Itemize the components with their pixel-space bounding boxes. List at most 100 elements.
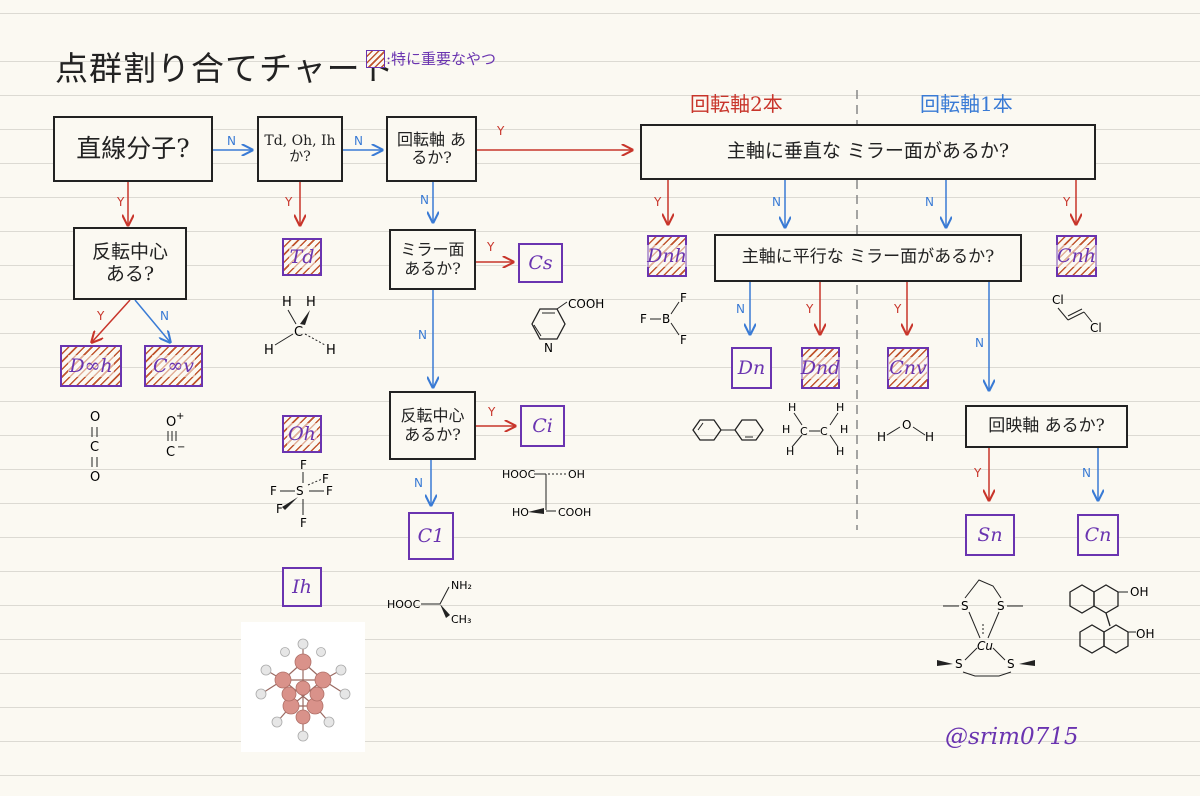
answer-no-label: N [975,336,984,350]
svg-text:NH₂: NH₂ [451,579,472,592]
svg-text:S: S [1007,657,1015,671]
point-group-cn: Cn [1077,514,1119,556]
svg-text:HO: HO [512,506,529,519]
answer-no-label: N [736,302,745,316]
point-group-dn: Dn [731,347,772,389]
svg-text:O: O [90,410,100,425]
point-group-dinfh: D∞h [60,345,122,387]
svg-text:F: F [640,312,647,326]
answer-no-label: N [925,195,934,209]
point-group-td: Td [282,238,322,276]
answer-yes-label: Y [974,466,982,480]
point-group-ih: Ih [282,567,322,607]
svg-text:CH₃: CH₃ [451,613,471,626]
svg-text:C: C [90,440,99,455]
svg-text:F: F [680,333,687,347]
answer-no-label: N [227,134,236,148]
svg-text:H: H [786,445,794,458]
point-group-cinfv: C∞v [144,345,203,387]
legend-text: :特に重要なやつ [386,50,497,68]
molecule-bf3: F B F F [640,291,687,347]
molecule-nicotinic-acid: COOH N [531,297,604,355]
point-group-cs: Cs [518,243,563,283]
point-group-dnd: Dnd [799,347,842,389]
answer-no-label: N [354,134,363,148]
svg-text:H: H [877,430,886,444]
svg-text:F: F [326,484,333,498]
svg-text:F: F [300,516,307,530]
svg-text:H: H [282,295,292,310]
svg-text:COOH: COOH [558,506,591,519]
point-group-cnh: Cnh [1056,235,1098,277]
svg-text:Cl: Cl [1090,321,1102,335]
point-group-dnh: Dnh [646,235,688,277]
svg-text:O: O [166,415,176,430]
svg-text:C: C [820,425,828,438]
box-inversion-center: 反転中心 ある? [73,227,187,300]
svg-text:O: O [902,418,911,432]
svg-text:H: H [925,430,934,444]
svg-text:H: H [306,295,316,310]
answer-yes-label: Y [488,405,496,419]
svg-text:OH: OH [568,468,585,481]
svg-text:N: N [544,341,553,355]
answer-no-label: N [772,195,781,209]
section-header-two-axes: 回転軸2本 [690,92,783,116]
svg-text:F: F [276,502,283,516]
box-linear-molecule: 直線分子? [53,116,213,182]
svg-text:Cl: Cl [1052,293,1064,307]
svg-text:H: H [836,445,844,458]
svg-text:S: S [955,657,963,671]
legend-swatch [366,50,385,68]
molecule-co: O + C − [166,411,185,460]
answer-yes-label: Y [285,195,293,209]
svg-text:S: S [997,599,1005,613]
point-group-ci: Ci [520,405,565,447]
svg-text:S: S [961,599,969,613]
svg-text:COOH: COOH [568,297,604,311]
molecule-sf6: F F F S F F F [270,458,333,530]
point-group-oh: Oh [282,415,322,453]
molecule-alanine: HOOC NH₂ CH₃ [387,579,472,626]
svg-text:S: S [296,484,304,498]
svg-text:OH: OH [1136,627,1154,641]
svg-text:HOOC: HOOC [387,598,421,611]
box-parallel-mirror: 主軸に平行な ミラー面があるか? [714,234,1022,282]
point-group-sn: Sn [965,514,1015,556]
svg-text:H: H [836,401,844,414]
svg-text:H: H [840,423,848,436]
svg-text:−: − [177,442,185,453]
svg-text:H: H [782,423,790,436]
answer-no-label: N [418,328,427,342]
svg-text:B: B [662,312,670,326]
molecule-binol: OH OH [1069,584,1154,654]
svg-text:H: H [788,401,796,414]
svg-text:C: C [800,425,808,438]
icosahedral-cluster-image [241,622,365,752]
svg-text:HOOC: HOOC [502,468,536,481]
svg-text:F: F [680,291,687,305]
molecule-methane: H H H C H [264,295,336,358]
molecule-biphenyl [692,419,764,441]
svg-text:C: C [166,445,175,460]
answer-yes-label: Y [806,302,814,316]
molecule-dichloroethene: Cl Cl [1052,293,1102,335]
svg-text:F: F [270,484,277,498]
box-rotation-axis: 回転軸 あるか? [386,116,477,182]
answer-yes-label: Y [894,302,902,316]
answer-yes-label: Y [117,195,125,209]
point-group-c1: C1 [408,512,454,560]
molecule-ethane: H H H C C H H H [782,401,848,458]
svg-text:+: + [176,411,184,422]
svg-text:C: C [294,325,303,340]
box-mirror-plane: ミラー面 あるか? [389,229,476,290]
svg-text:F: F [322,472,329,486]
svg-text:Cu: Cu [977,639,993,653]
svg-text:O: O [90,470,100,485]
answer-yes-label: Y [497,124,505,138]
answer-no-label: N [414,476,423,490]
answer-yes-label: Y [654,195,662,209]
answer-yes-label: Y [1063,195,1071,209]
answer-no-label: N [160,309,169,323]
